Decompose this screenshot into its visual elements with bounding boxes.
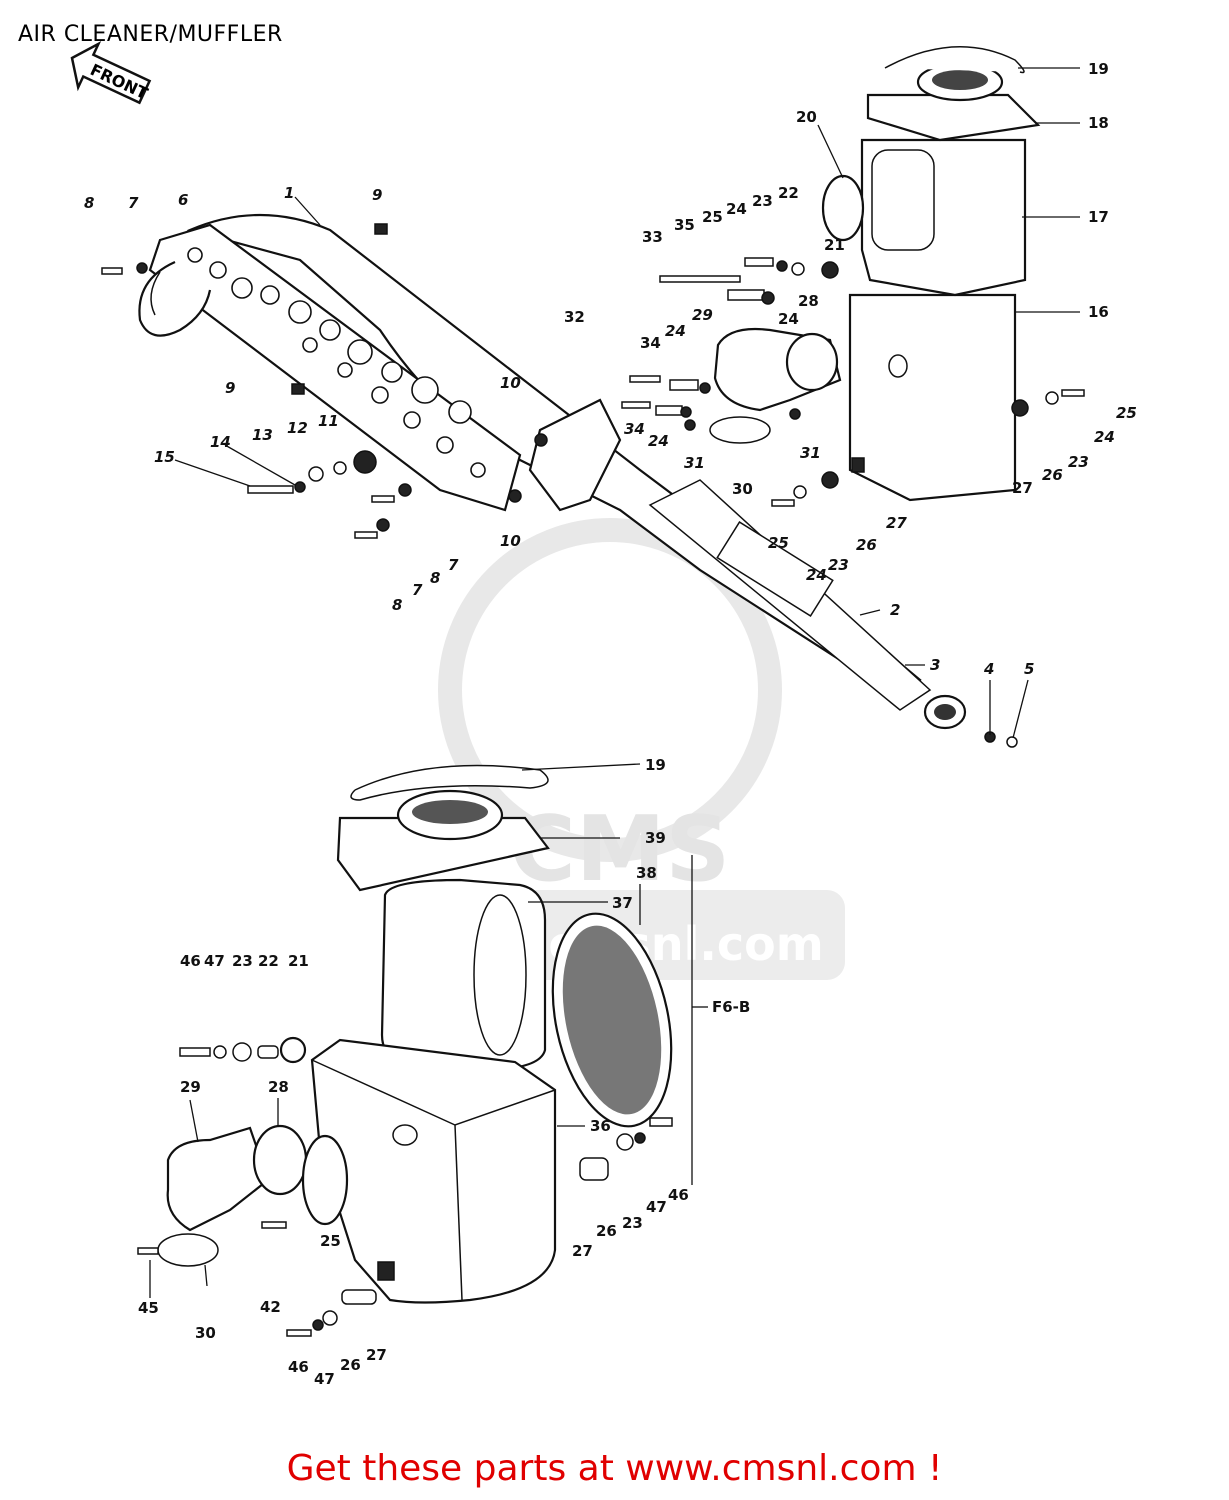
callout-19: 19	[1088, 60, 1109, 78]
callout-l-23a: 23	[232, 952, 253, 970]
callout-25b: 25	[1116, 404, 1137, 422]
callout-l-27a: 27	[366, 1346, 387, 1364]
callout-l-47b: 47	[314, 1370, 335, 1388]
callout-35: 35	[674, 216, 695, 234]
callout-13: 13	[252, 426, 273, 444]
callout-l-39: 39	[645, 829, 666, 847]
callout-24b: 24	[778, 310, 799, 328]
callout-23c: 23	[828, 556, 849, 574]
callout-31b: 31	[800, 444, 821, 462]
upper-hardware	[101, 223, 1085, 748]
callout-8c: 8	[392, 596, 402, 614]
callout-32: 32	[564, 308, 585, 326]
callout-l-37: 37	[612, 894, 633, 912]
callout-20: 20	[796, 108, 817, 126]
callout-33: 33	[642, 228, 663, 246]
callout-29: 29	[692, 306, 713, 324]
watermark-logo: CMS	[510, 797, 730, 902]
callout-7c: 7	[412, 581, 423, 599]
callout-l-27b: 27	[572, 1242, 593, 1260]
callout-l-42: 42	[260, 1298, 281, 1316]
callout-21: 21	[824, 236, 845, 254]
page-title: AIR CLEANER/MUFFLER	[18, 22, 283, 47]
lower-hardware	[137, 1036, 673, 1337]
callout-2: 2	[890, 601, 900, 619]
callout-24e: 24	[1094, 428, 1115, 446]
callout-l-26a: 26	[340, 1356, 361, 1374]
callout-l-38: 38	[636, 864, 657, 882]
callout-l-23b: 23	[622, 1214, 643, 1232]
callout-3: 3	[930, 656, 940, 674]
callout-26a: 26	[1042, 466, 1063, 484]
callout-18: 18	[1088, 114, 1109, 132]
callout-26b: 26	[856, 536, 877, 554]
callout-labels-lower: 19 39 38 37 36 F6-B 46 47 23 22 21 29 28…	[138, 756, 750, 1388]
callout-10b: 10	[500, 532, 521, 550]
callout-27b: 27	[886, 514, 907, 532]
callout-l-45: 45	[138, 1299, 159, 1317]
callout-24d: 24	[648, 432, 669, 450]
callout-28: 28	[798, 292, 819, 310]
callout-12: 12	[287, 419, 308, 437]
callout-14: 14	[210, 433, 231, 451]
muffler-assembly	[138, 213, 967, 730]
callout-34b: 34	[624, 420, 645, 438]
callout-25a: 25	[702, 208, 723, 226]
callout-labels-upper: 1 2 3 4 5 6 7 7 7 8 8 8 9 9 10 10 11 12 …	[84, 60, 1137, 678]
callout-l-36: 36	[590, 1117, 611, 1135]
callout-9a: 9	[372, 186, 382, 204]
callout-l-21: 21	[288, 952, 309, 970]
callout-11: 11	[318, 412, 339, 430]
callout-l-46a: 46	[180, 952, 201, 970]
callout-24f: 24	[806, 566, 827, 584]
callout-l-29: 29	[180, 1078, 201, 1096]
callout-l-28: 28	[268, 1078, 289, 1096]
leader-lines	[149, 67, 1080, 1298]
callout-l-46b: 46	[288, 1358, 309, 1376]
callout-l-22: 22	[258, 952, 279, 970]
callout-23b: 23	[1068, 453, 1089, 471]
callout-l-30: 30	[195, 1324, 216, 1342]
upper-air-box	[709, 46, 1041, 502]
callout-16: 16	[1088, 303, 1109, 321]
callout-15: 15	[154, 448, 175, 466]
callout-l-46c: 46	[668, 1186, 689, 1204]
callout-30: 30	[732, 480, 753, 498]
callout-l-47c: 47	[646, 1198, 667, 1216]
callout-5: 5	[1024, 660, 1034, 678]
callout-22: 22	[778, 184, 799, 202]
callout-25c: 25	[768, 534, 789, 552]
callout-6: 6	[178, 191, 188, 209]
callout-31a: 31	[684, 454, 705, 472]
callout-7a: 7	[128, 194, 139, 212]
callout-l-19: 19	[645, 756, 666, 774]
callout-7b: 7	[448, 556, 459, 574]
callout-34a: 34	[640, 334, 661, 352]
callout-8a: 8	[84, 194, 94, 212]
callout-l-25: 25	[320, 1232, 341, 1250]
callout-23a: 23	[752, 192, 773, 210]
front-arrow-icon: FRONT	[70, 40, 152, 105]
lower-air-box	[157, 764, 673, 1304]
callout-24a: 24	[726, 200, 747, 218]
callout-10a: 10	[500, 374, 521, 392]
callout-17: 17	[1088, 208, 1109, 226]
footer-link[interactable]: Get these parts at www.cmsnl.com !	[286, 1448, 943, 1489]
callout-24c: 24	[665, 322, 686, 340]
callout-1: 1	[284, 184, 294, 202]
callout-l-26b: 26	[596, 1222, 617, 1240]
callout-l-47a: 47	[204, 952, 225, 970]
callout-27a: 27	[1012, 479, 1033, 497]
callout-4: 4	[983, 660, 994, 678]
callout-l-f6b: F6-B	[712, 998, 750, 1016]
callout-8b: 8	[430, 569, 440, 587]
callout-9b: 9	[225, 379, 235, 397]
